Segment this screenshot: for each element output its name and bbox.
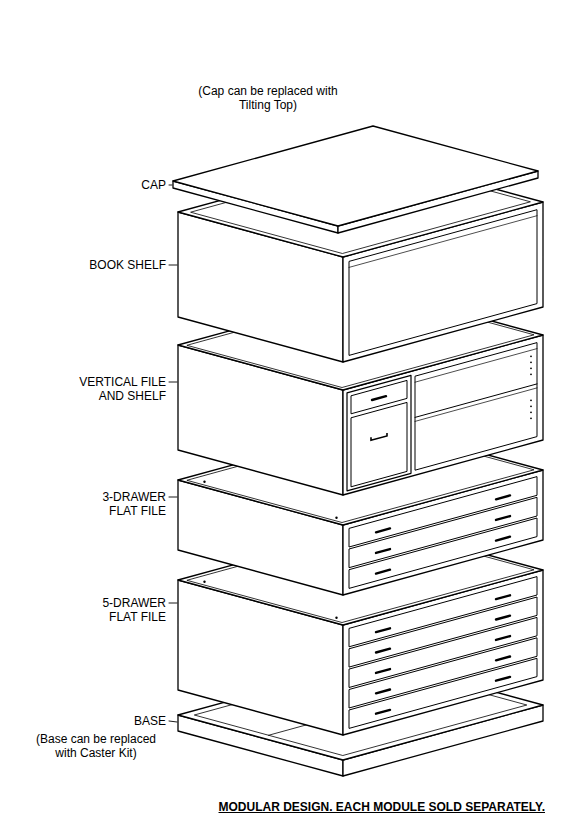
part-label: BOOK SHELF xyxy=(66,258,166,272)
part-label: VERTICAL FILE AND SHELF xyxy=(56,375,166,403)
drawer-handle xyxy=(496,657,510,661)
leader-line xyxy=(169,265,177,266)
drawer-front xyxy=(349,658,537,728)
mounting-hole xyxy=(335,617,337,619)
drawer-handle xyxy=(496,616,510,620)
drawer-handle xyxy=(376,628,390,632)
leader-line xyxy=(169,185,172,186)
drawer-handle xyxy=(376,528,390,532)
shelf-inner-edge xyxy=(415,349,537,383)
note-text: (Cap can be replaced with Tilting Top) xyxy=(198,84,338,112)
shelf-peg-hole xyxy=(530,373,532,375)
drawer-handle xyxy=(376,669,390,673)
leader-line xyxy=(169,721,177,722)
shelf-peg-hole xyxy=(530,361,532,363)
part-label: BASE xyxy=(106,714,166,728)
shelf-peg-hole xyxy=(530,355,532,357)
file-drawer xyxy=(351,402,407,486)
mounting-hole xyxy=(203,581,205,583)
drawer-handle xyxy=(496,677,510,681)
file-drawer-handle xyxy=(371,433,387,440)
drawer-handle xyxy=(376,549,390,553)
drawer-handle xyxy=(496,495,510,499)
drawer-handle xyxy=(496,537,510,541)
part-label: 3-DRAWER FLAT FILE xyxy=(86,490,166,518)
drawer-handle xyxy=(376,649,390,653)
note-text: (Base can be replaced with Caster Kit) xyxy=(26,732,166,760)
shelf-peg-hole xyxy=(530,367,532,369)
shelf-peg-hole xyxy=(530,417,532,419)
drawer-handle xyxy=(376,570,390,574)
middle-shelf xyxy=(415,384,537,418)
middle-shelf xyxy=(415,388,537,422)
shelf-peg-hole xyxy=(530,399,532,401)
leader-line xyxy=(169,497,177,498)
shelf-inner-edge xyxy=(349,216,537,268)
caption-text: MODULAR DESIGN. EACH MODULE SOLD SEPARAT… xyxy=(219,800,545,814)
leader-line xyxy=(169,603,177,604)
drawer-handle xyxy=(496,516,510,520)
part-label: CAP xyxy=(106,178,166,192)
part-label: 5-DRAWER FLAT FILE xyxy=(86,596,166,624)
shelf-peg-hole xyxy=(530,411,532,413)
drawer-handle xyxy=(496,636,510,640)
drawer-handle xyxy=(496,595,510,599)
shelf-peg-hole xyxy=(530,405,532,407)
drawer-handle xyxy=(376,690,390,694)
shelf-opening xyxy=(415,343,537,471)
mounting-hole xyxy=(203,481,205,483)
shelf-opening xyxy=(349,210,537,356)
mounting-hole xyxy=(335,517,337,519)
cap-panel-top xyxy=(173,126,538,226)
drawer-handle xyxy=(372,396,386,400)
drawer-unit xyxy=(347,375,411,491)
leader-line xyxy=(169,382,177,383)
drawer-handle xyxy=(376,710,390,714)
drawer-front xyxy=(349,518,537,588)
